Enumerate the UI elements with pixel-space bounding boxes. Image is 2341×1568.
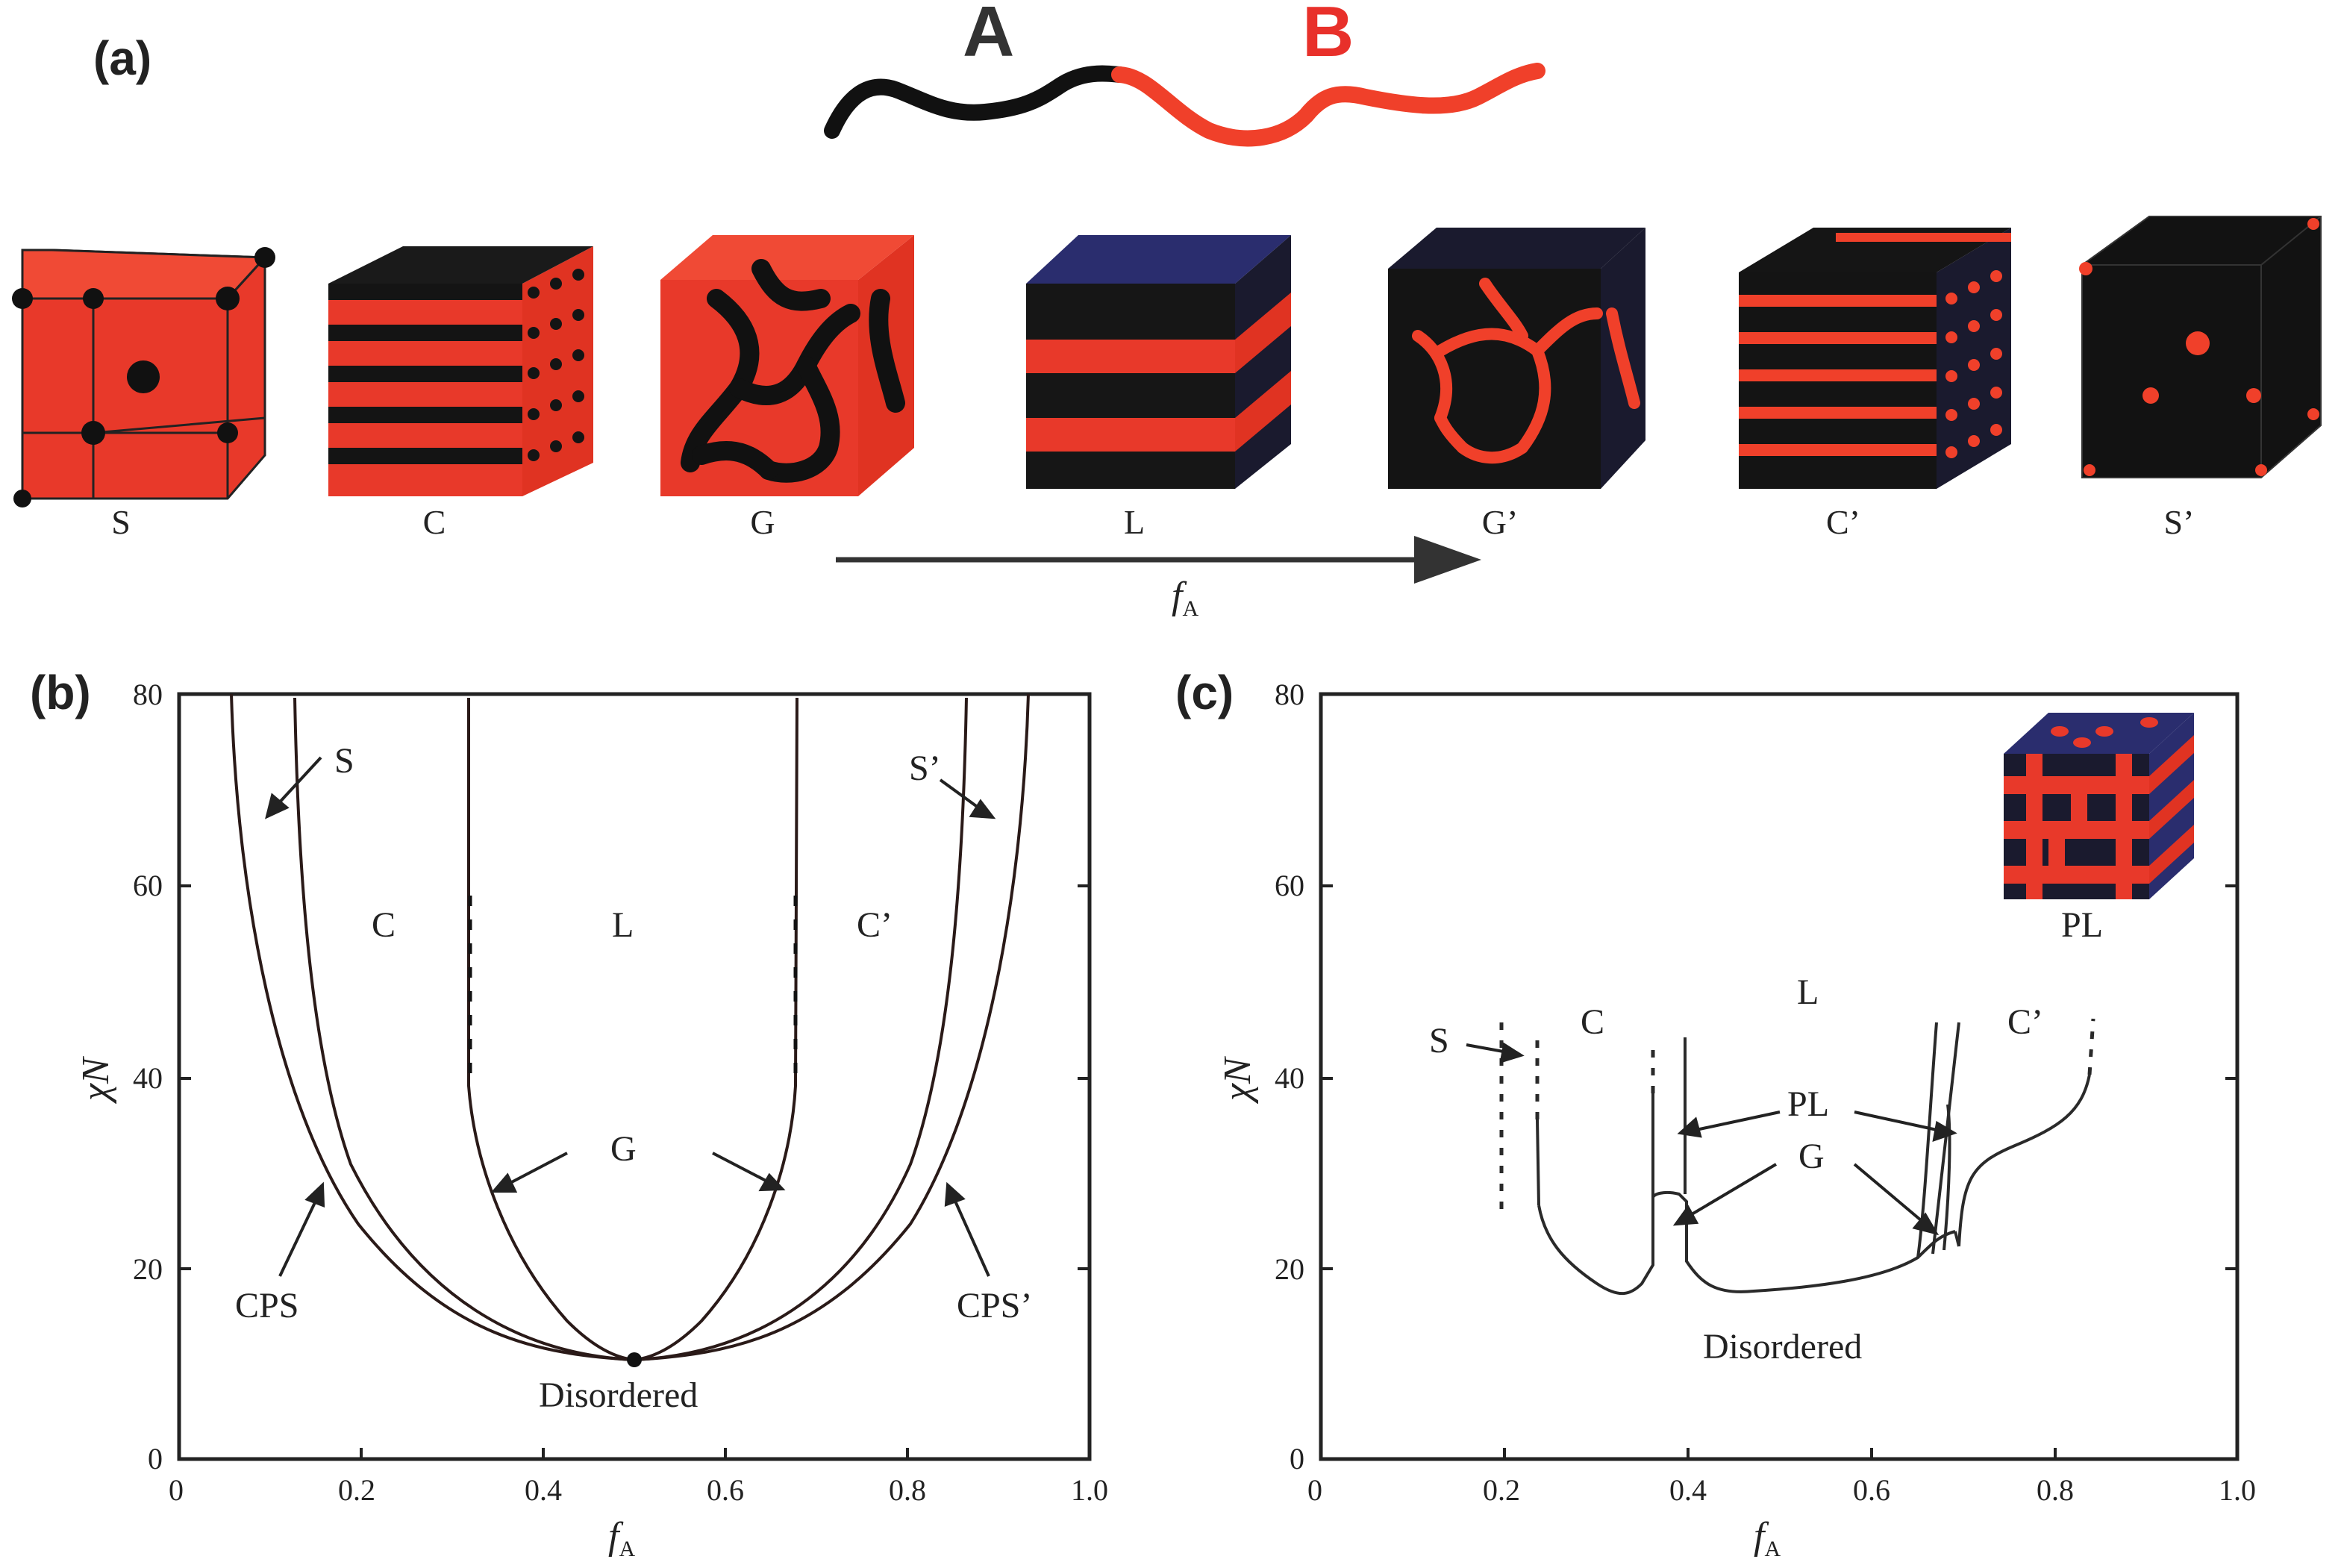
b-label-l: L: [612, 905, 634, 945]
c-label-disordered: Disordered: [1703, 1327, 1862, 1366]
b-label-cps: CPS: [235, 1286, 299, 1325]
b-ytick-2: 40: [133, 1061, 163, 1095]
panel-c-plot: 0 0.2 0.4 0.6 0.8 1.0 0 20 40 60 80 χN f…: [1216, 678, 2256, 1561]
b-curve-s-right: [634, 697, 968, 1361]
b-curve-cps-right: [634, 693, 1030, 1361]
block-a-chain: [824, 65, 1128, 139]
block-b-chain: [1111, 63, 1545, 147]
c-label-s: S: [1429, 1021, 1449, 1061]
b-x-title: fA: [608, 1515, 635, 1561]
cube-label-c-prime: C’: [1826, 503, 1860, 541]
cube-l: [1026, 235, 1291, 489]
c-ytick-2: 40: [1275, 1061, 1304, 1095]
b-xtick-3: 0.6: [707, 1473, 744, 1507]
c-curve-c-prime: [1957, 1074, 2091, 1247]
c-curve-pl-right-a: [1916, 1022, 1938, 1258]
b-curve-cps-left: [230, 693, 635, 1361]
cube-s: [12, 247, 275, 507]
cube-label-g-prime: G’: [1482, 503, 1519, 541]
b-xtick-1: 0.2: [338, 1473, 375, 1507]
c-ytick-3: 60: [1275, 869, 1304, 902]
c-curve-pl-right-b: [1931, 1022, 1960, 1255]
c-x-title: fA: [1754, 1515, 1781, 1561]
panel-b-plot: 0 0.2 0.4 0.6 0.8 1.0 0 20 40 60 80 χN f…: [75, 678, 1108, 1561]
b-label-disordered: Disordered: [539, 1375, 698, 1415]
b-y-title: χN: [75, 1055, 117, 1105]
block-b-label: B: [1302, 0, 1354, 72]
cube-c-prime: [1739, 228, 2011, 489]
c-label-c: C: [1581, 1002, 1604, 1042]
c-curve-s-c: [1536, 1119, 1540, 1206]
b-critical-point: [627, 1352, 642, 1367]
c-xtick-2: 0.4: [1669, 1473, 1707, 1507]
b-curve-s-left: [293, 697, 635, 1361]
b-label-c-prime: C’: [857, 905, 893, 945]
c-label-l: L: [1797, 972, 1819, 1012]
fa-arrow: [836, 536, 1481, 584]
c-ytick-1: 20: [1275, 1252, 1304, 1286]
cube-g: [660, 235, 914, 496]
diblock-copolymer-chain: A B: [824, 0, 1545, 147]
b-ytick-3: 60: [133, 869, 163, 902]
cube-label-s: S: [111, 503, 131, 541]
c-xtick-5: 1.0: [2219, 1473, 2256, 1507]
c-ytick-0: 0: [1290, 1442, 1304, 1475]
b-xtick-4: 0.8: [889, 1473, 926, 1507]
cube-label-s-prime: S’: [2164, 503, 2195, 541]
b-curve-g-right: [634, 697, 798, 1361]
b-ytick-0: 0: [148, 1442, 163, 1475]
cube-s-prime: [2079, 216, 2322, 478]
c-curve-bottom-right: [1954, 1231, 1960, 1247]
cube-g-prime: [1388, 228, 1645, 489]
cube-label-g: G: [750, 503, 775, 541]
block-a-label: A: [963, 0, 1014, 72]
b-curve-g-left: [467, 698, 635, 1361]
cube-label-l: L: [1124, 503, 1145, 541]
c-ytick-4: 80: [1275, 678, 1304, 711]
c-label-pl: PL: [1787, 1084, 1829, 1124]
c-label-g: G: [1798, 1137, 1825, 1176]
c-curve-pl-right-c: [1943, 1104, 1951, 1251]
b-label-c: C: [372, 905, 396, 945]
panel-c-frame: [1319, 692, 2240, 1461]
fa-arrow-label: fA: [1172, 575, 1198, 621]
b-xtick-5: 1.0: [1071, 1473, 1108, 1507]
c-xtick-3: 0.6: [1853, 1473, 1890, 1507]
b-xtick-2: 0.4: [525, 1473, 562, 1507]
panel-a-label: (a): [93, 31, 151, 85]
b-label-cps-prime: CPS’: [957, 1286, 1032, 1325]
c-curve-disordered-boundary: [1537, 1190, 1956, 1296]
c-label-c-prime: C’: [2007, 1002, 2043, 1042]
c-xtick-1: 0.2: [1483, 1473, 1520, 1507]
cube-c: [328, 246, 593, 496]
panel-b-label: (b): [30, 666, 91, 719]
panel-b-frame: [177, 692, 1092, 1461]
b-label-s-prime: S’: [909, 749, 941, 788]
b-ytick-1: 20: [133, 1252, 163, 1286]
b-ytick-4: 80: [133, 678, 163, 711]
b-label-s: S: [334, 741, 354, 781]
c-xtick-0: 0: [1307, 1473, 1322, 1507]
panel-c-label: (c): [1175, 666, 1234, 719]
c-inset-label-pl: PL: [2061, 905, 2103, 945]
cube-label-c: C: [423, 503, 446, 541]
pl-inset-cube: [2004, 713, 2194, 899]
b-label-g: G: [610, 1129, 637, 1169]
c-y-title: χN: [1216, 1055, 1259, 1105]
b-xtick-0: 0: [169, 1473, 184, 1507]
c-xtick-4: 0.8: [2037, 1473, 2074, 1507]
